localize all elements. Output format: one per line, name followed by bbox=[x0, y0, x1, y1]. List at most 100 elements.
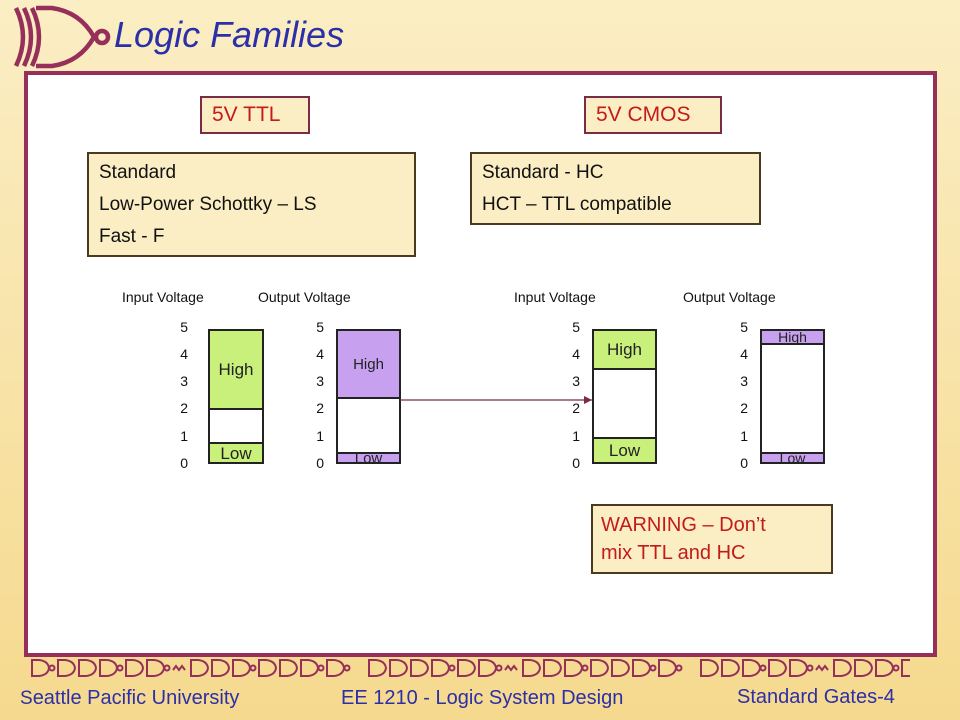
warning-line-1: WARNING – Don’t bbox=[601, 514, 766, 536]
ttl-output-tick-label: 0 bbox=[316, 455, 324, 471]
gate-glyph-icon bbox=[875, 659, 900, 677]
gate-glyph-icon bbox=[522, 659, 542, 677]
cmos-input-tick-label: 1 bbox=[572, 428, 580, 444]
cmos-output-high-zone: High bbox=[762, 331, 823, 346]
gate-glyph-icon bbox=[389, 659, 409, 677]
cmos-input-tick-label: 2 bbox=[572, 400, 580, 416]
gate-glyph-icon bbox=[258, 659, 278, 677]
page-title: Logic Families bbox=[114, 14, 345, 55]
gate-glyph-icon bbox=[721, 659, 741, 677]
cmos-output-tick-label: 5 bbox=[740, 319, 748, 335]
footer-slide-number: Standard Gates-4 bbox=[737, 686, 895, 708]
cmos-input-tick-label: 3 bbox=[572, 373, 580, 389]
gate-glyph-icon bbox=[543, 659, 563, 677]
spu-logo-icon: S bbox=[20, 688, 33, 709]
gate-glyph-icon bbox=[57, 659, 77, 677]
gate-glyph-icon bbox=[125, 659, 145, 677]
gate-glyph-icon bbox=[368, 659, 388, 677]
gate-glyph-icon bbox=[768, 659, 788, 677]
gate-glyph-icon bbox=[211, 659, 231, 677]
ttl-variant-standard: Standard bbox=[99, 162, 177, 183]
gate-glyph-icon bbox=[504, 664, 518, 672]
warning-box: WARNING – Don’t mix TTL and HC bbox=[591, 504, 833, 574]
ttl-output-high-zone: High bbox=[338, 331, 399, 400]
gate-glyph-icon bbox=[742, 659, 767, 677]
gate-glyph-icon bbox=[99, 659, 124, 677]
cmos-variant-hct: HCT – TTL compatible bbox=[482, 194, 672, 215]
ttl-output-tick-label: 3 bbox=[316, 373, 324, 389]
ttl-family-tag: 5V TTL bbox=[200, 96, 310, 134]
cmos-output-tick-label: 4 bbox=[740, 346, 748, 362]
cmos-output-tick-label: 2 bbox=[740, 400, 748, 416]
ttl-output-tick-label: 4 bbox=[316, 346, 324, 362]
cmos-output-low-zone: Low bbox=[762, 452, 823, 462]
footer-university: Seattle Pacific University bbox=[20, 687, 239, 710]
gate-glyph-icon bbox=[190, 659, 210, 677]
cmos-variant-hc: Standard - HC bbox=[482, 162, 604, 183]
cmos-output-tick-label: 0 bbox=[740, 455, 748, 471]
ttl-variant-list: Standard Low-Power Schottky – LS Fast - … bbox=[87, 152, 416, 257]
ttl-output-tick-label: 2 bbox=[316, 400, 324, 416]
gate-glyph-icon bbox=[833, 659, 853, 677]
gate-glyph-icon bbox=[78, 659, 98, 677]
cmos-variant-list: Standard - HC HCT – TTL compatible bbox=[470, 152, 761, 225]
ttl-input-tick-label: 3 bbox=[180, 373, 188, 389]
ttl-input-tick-label: 4 bbox=[180, 346, 188, 362]
ttl-input-tick-label: 5 bbox=[180, 319, 188, 335]
cmos-family-tag: 5V CMOS bbox=[584, 96, 722, 134]
ttl-input-tick-label: 0 bbox=[180, 455, 188, 471]
connector-arrowhead-icon bbox=[584, 396, 592, 404]
ttl-output-tick-label: 1 bbox=[316, 428, 324, 444]
ttl-output-tick-label: 5 bbox=[316, 319, 324, 335]
gate-glyph-icon bbox=[279, 659, 299, 677]
gate-glyph-icon bbox=[611, 659, 631, 677]
or-gate-logo-icon bbox=[13, 5, 111, 69]
cmos-output-tick-label: 3 bbox=[740, 373, 748, 389]
gate-glyph-icon bbox=[815, 664, 829, 672]
ttl-variant-ls: Low-Power Schottky – LS bbox=[99, 194, 317, 215]
gate-glyph-icon bbox=[564, 659, 589, 677]
ttl-output-low-zone: Low bbox=[338, 452, 399, 462]
gate-glyph-icon bbox=[31, 659, 56, 677]
gate-glyph-icon bbox=[457, 659, 477, 677]
warning-line-2: mix TTL and HC bbox=[601, 542, 746, 564]
gate-glyph-icon bbox=[326, 659, 351, 677]
cmos-input-tick-label: 5 bbox=[572, 319, 580, 335]
cmos-input-tick-label: 0 bbox=[572, 455, 580, 471]
gate-glyph-icon bbox=[700, 659, 720, 677]
ttl-input-tick-label: 1 bbox=[180, 428, 188, 444]
ttl-input-tick-label: 2 bbox=[180, 400, 188, 416]
gate-glyph-icon bbox=[300, 659, 325, 677]
gate-glyph-icon bbox=[232, 659, 257, 677]
gate-glyph-icon bbox=[431, 659, 456, 677]
cmos-input-caption: Input Voltage bbox=[514, 289, 596, 305]
footer-course: EE 1210 - Logic System Design bbox=[341, 687, 624, 709]
gate-glyph-icon bbox=[901, 659, 910, 677]
ttl-input-high-zone: High bbox=[210, 331, 262, 410]
ttl-output-caption: Output Voltage bbox=[258, 289, 351, 305]
gate-glyph-icon bbox=[172, 664, 186, 672]
cmos-input-tick-label: 4 bbox=[572, 346, 580, 362]
gate-glyph-icon bbox=[854, 659, 874, 677]
gate-glyph-icon bbox=[632, 659, 657, 677]
gate-glyph-icon bbox=[590, 659, 610, 677]
gate-glyph-icon bbox=[146, 659, 171, 677]
gate-glyph-icon bbox=[478, 659, 503, 677]
ttl-variant-f: Fast - F bbox=[99, 226, 165, 247]
cmos-input-high-zone: High bbox=[594, 331, 655, 370]
cmos-output-tick-label: 1 bbox=[740, 428, 748, 444]
footer-university-name: eattle Pacific University bbox=[32, 687, 240, 709]
gate-glyph-icon bbox=[658, 659, 683, 677]
cmos-output-caption: Output Voltage bbox=[683, 289, 776, 305]
cmos-input-low-zone: Low bbox=[594, 437, 655, 462]
gate-glyph-icon bbox=[789, 659, 814, 677]
ttl-input-low-zone: Low bbox=[210, 442, 262, 462]
footer-gate-chain-icon bbox=[31, 659, 910, 677]
ttl-input-caption: Input Voltage bbox=[122, 289, 204, 305]
gate-glyph-icon bbox=[410, 659, 430, 677]
